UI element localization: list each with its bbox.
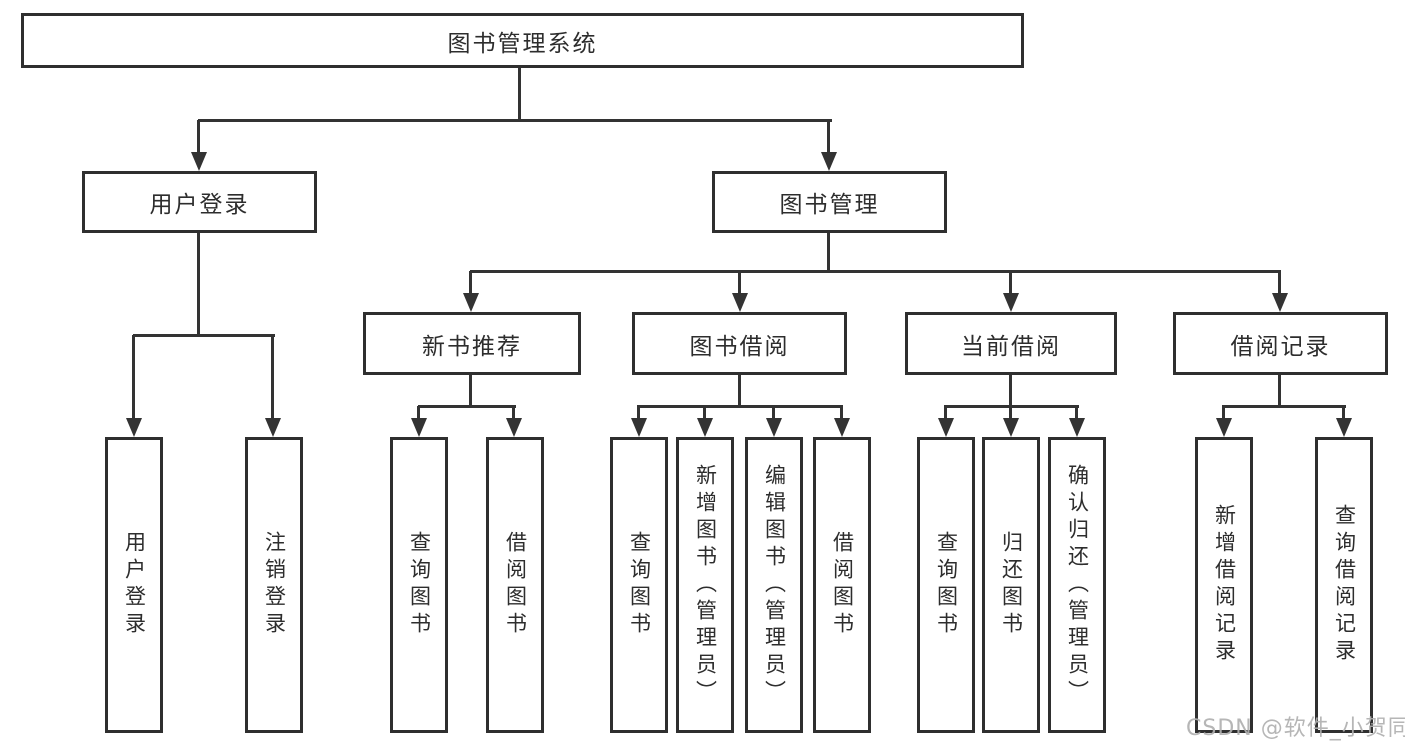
- connector-line: [827, 233, 830, 272]
- node-book-borrow: 图书借阅: [632, 312, 847, 375]
- connector-line: [198, 119, 832, 122]
- leaf-recommend-query-books: 查询图书: [390, 437, 448, 733]
- node-current-borrow-label: 当前借阅: [961, 333, 1061, 360]
- node-borrow-records: 借阅记录: [1173, 312, 1388, 375]
- connector-line: [197, 233, 200, 336]
- leaf-user-login-label: 用户登录: [122, 531, 147, 639]
- leaf-borrow-borrow-books: 借阅图书: [813, 437, 871, 733]
- node-new-book-recommend: 新书推荐: [363, 312, 581, 375]
- leaf-current-return-books: 归还图书: [982, 437, 1040, 733]
- leaf-recommend-borrow-books: 借阅图书: [486, 437, 544, 733]
- connector-line: [1278, 271, 1281, 295]
- connector-line: [518, 68, 521, 121]
- connector-line: [417, 406, 420, 420]
- arrowhead-icon: [1069, 418, 1085, 437]
- connector-line: [1009, 375, 1012, 407]
- connector-line: [1009, 271, 1012, 295]
- arrowhead-icon: [1272, 293, 1288, 312]
- node-book-management-label: 图书管理: [779, 192, 880, 218]
- leaf-current-confirm-return-admin: 确认归还（管理员）: [1048, 437, 1106, 733]
- connector-line: [703, 406, 706, 420]
- arrowhead-icon: [1003, 293, 1019, 312]
- leaf-recommend-query-books-label: 查询图书: [407, 531, 432, 639]
- arrowhead-icon: [1003, 418, 1019, 437]
- leaf-records-query-record: 查询借阅记录: [1315, 437, 1373, 733]
- leaf-borrow-query-books-label: 查询图书: [627, 531, 652, 639]
- node-book-borrow-label: 图书借阅: [689, 333, 790, 360]
- arrowhead-icon: [126, 418, 142, 437]
- leaf-borrow-add-books-admin: 新增图书（管理员）: [676, 437, 734, 733]
- connector-line: [772, 406, 775, 420]
- arrowhead-icon: [1216, 418, 1232, 437]
- connector-line: [944, 406, 947, 420]
- arrowhead-icon: [191, 152, 207, 171]
- connector-line: [418, 405, 516, 408]
- leaf-logout-label: 注销登录: [262, 531, 287, 639]
- connector-line: [1222, 405, 1346, 408]
- leaf-records-add-record-label: 新增借阅记录: [1212, 504, 1237, 666]
- leaf-current-query-books-label: 查询图书: [934, 531, 959, 639]
- connector-line: [1222, 406, 1225, 420]
- connector-line: [271, 335, 274, 419]
- connector-line: [827, 120, 830, 156]
- arrowhead-icon: [834, 418, 850, 437]
- node-new-book-recommend-label: 新书推荐: [422, 333, 522, 360]
- arrowhead-icon: [766, 418, 782, 437]
- leaf-borrow-edit-books-admin-label: 编辑图书（管理员）: [762, 463, 787, 707]
- connector-line: [1342, 406, 1345, 420]
- arrowhead-icon: [411, 418, 427, 437]
- arrowhead-icon: [506, 418, 522, 437]
- leaf-current-return-books-label: 归还图书: [999, 531, 1024, 639]
- leaf-borrow-add-books-admin-label: 新增图书（管理员）: [693, 463, 718, 707]
- arrowhead-icon: [821, 152, 837, 171]
- connector-line: [133, 334, 275, 337]
- node-root-label: 图书管理系统: [447, 30, 598, 57]
- leaf-borrow-edit-books-admin: 编辑图书（管理员）: [745, 437, 803, 733]
- connector-line: [1278, 375, 1281, 407]
- leaf-borrow-borrow-books-label: 借阅图书: [830, 531, 855, 639]
- connector-line: [1075, 406, 1078, 420]
- connector-line: [132, 335, 135, 419]
- leaf-current-confirm-return-admin-label: 确认归还（管理员）: [1065, 463, 1090, 707]
- connector-line: [738, 375, 741, 407]
- leaf-borrow-query-books: 查询图书: [610, 437, 668, 733]
- connector-line: [738, 271, 741, 295]
- node-user-login-label: 用户登录: [149, 192, 250, 218]
- connector-line: [637, 406, 640, 420]
- node-user-login: 用户登录: [82, 171, 317, 233]
- connector-line: [512, 406, 515, 420]
- connector-line: [840, 406, 843, 420]
- node-root-library-system: 图书管理系统: [21, 13, 1024, 68]
- node-current-borrow: 当前借阅: [905, 312, 1117, 375]
- connector-line: [469, 271, 472, 295]
- arrowhead-icon: [265, 418, 281, 437]
- leaf-records-add-record: 新增借阅记录: [1195, 437, 1253, 733]
- leaf-records-query-record-label: 查询借阅记录: [1332, 504, 1357, 666]
- arrowhead-icon: [697, 418, 713, 437]
- csdn-watermark: CSDN @软件_小贺同学: [1186, 716, 1405, 741]
- arrowhead-icon: [463, 293, 479, 312]
- leaf-current-query-books: 查询图书: [917, 437, 975, 733]
- arrowhead-icon: [1336, 418, 1352, 437]
- leaf-logout: 注销登录: [245, 437, 303, 733]
- arrowhead-icon: [732, 293, 748, 312]
- connector-line: [637, 405, 843, 408]
- connector-line: [470, 270, 1281, 273]
- leaf-recommend-borrow-books-label: 借阅图书: [503, 531, 528, 639]
- arrowhead-icon: [938, 418, 954, 437]
- connector-line: [469, 375, 472, 407]
- connector-line: [197, 120, 200, 156]
- arrowhead-icon: [631, 418, 647, 437]
- node-borrow-records-label: 借阅记录: [1230, 333, 1331, 360]
- leaf-user-login: 用户登录: [105, 437, 163, 733]
- connector-line: [1009, 406, 1012, 420]
- node-book-management: 图书管理: [712, 171, 947, 233]
